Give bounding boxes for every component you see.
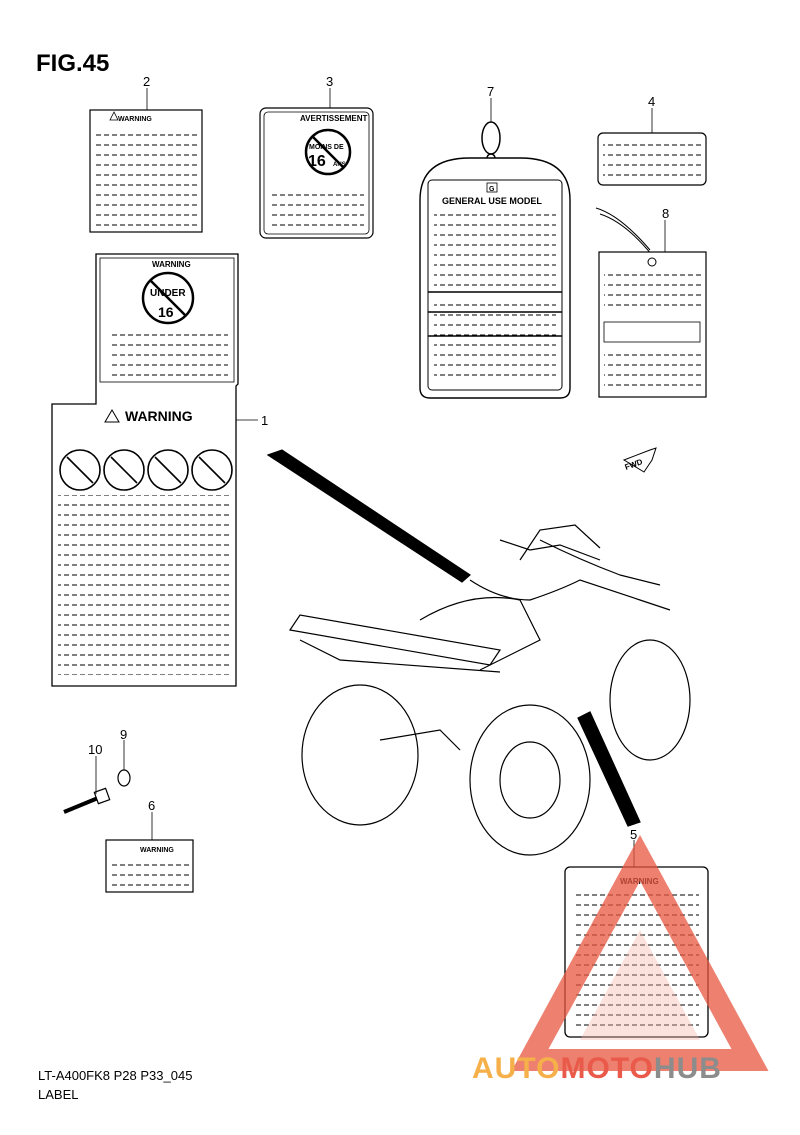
label-3-avertissement[interactable]: AVERTISSEMENT MOINS DE 16 ANS bbox=[259, 107, 374, 239]
general-use-text: GENERAL USE MODEL bbox=[442, 196, 542, 206]
label-2-warning-text: WARNING bbox=[118, 116, 152, 123]
moins-de-text: MOINS DE bbox=[309, 144, 344, 151]
g-mark: G bbox=[489, 186, 495, 193]
label-2-warning[interactable]: WARNING bbox=[89, 109, 203, 233]
callout-3: 3 bbox=[326, 74, 334, 89]
callout-7: 7 bbox=[487, 84, 495, 99]
callout-6: 6 bbox=[148, 798, 156, 813]
watermark-part2: MOTO bbox=[560, 1052, 654, 1085]
callout-2: 2 bbox=[143, 74, 151, 89]
label-3-avertissement-text: AVERTISSEMENT bbox=[300, 114, 368, 123]
figure-title: FIG.45 bbox=[36, 50, 110, 77]
watermark-part3: HUB bbox=[653, 1052, 722, 1085]
callout-lines bbox=[95, 88, 666, 867]
callout-1: 1 bbox=[261, 413, 269, 428]
label-1-main-warning: WARNING bbox=[125, 408, 193, 424]
callout-10: 10 bbox=[88, 742, 103, 757]
watermark-text: AUTOMOTOHUB bbox=[472, 1052, 722, 1086]
callout-5: 5 bbox=[630, 827, 638, 842]
bolt-10[interactable] bbox=[63, 787, 111, 814]
atv-drawing bbox=[266, 449, 691, 856]
under-text: UNDER bbox=[150, 288, 186, 299]
callout-8: 8 bbox=[662, 206, 670, 221]
label-1-warning[interactable]: WARNING UNDER 16 WARNING bbox=[51, 253, 239, 687]
footer-model: LT-A400FK8 P28 P33_045 bbox=[38, 1068, 193, 1083]
label-6-warning-text: WARNING bbox=[140, 847, 174, 854]
washer-9[interactable] bbox=[117, 769, 131, 787]
label-7-general-use-tag[interactable]: G GENERAL USE MODEL bbox=[419, 121, 571, 399]
label-4[interactable] bbox=[597, 132, 707, 186]
label-6-warning[interactable]: WARNING bbox=[105, 839, 194, 893]
watermark-logo bbox=[511, 834, 769, 1071]
callout-9: 9 bbox=[120, 727, 128, 742]
under-age-text: 16 bbox=[158, 304, 174, 320]
ans-text: ANS bbox=[333, 162, 346, 168]
footer-caption: LABEL bbox=[38, 1087, 79, 1102]
callout-4: 4 bbox=[648, 94, 656, 109]
fwd-arrow: FWD bbox=[622, 447, 657, 473]
label-8-tag[interactable] bbox=[595, 207, 707, 398]
watermark-part1: AUTO bbox=[472, 1052, 561, 1085]
label-1-top-warning: WARNING bbox=[152, 260, 191, 269]
moins-age-text: 16 bbox=[308, 153, 326, 170]
